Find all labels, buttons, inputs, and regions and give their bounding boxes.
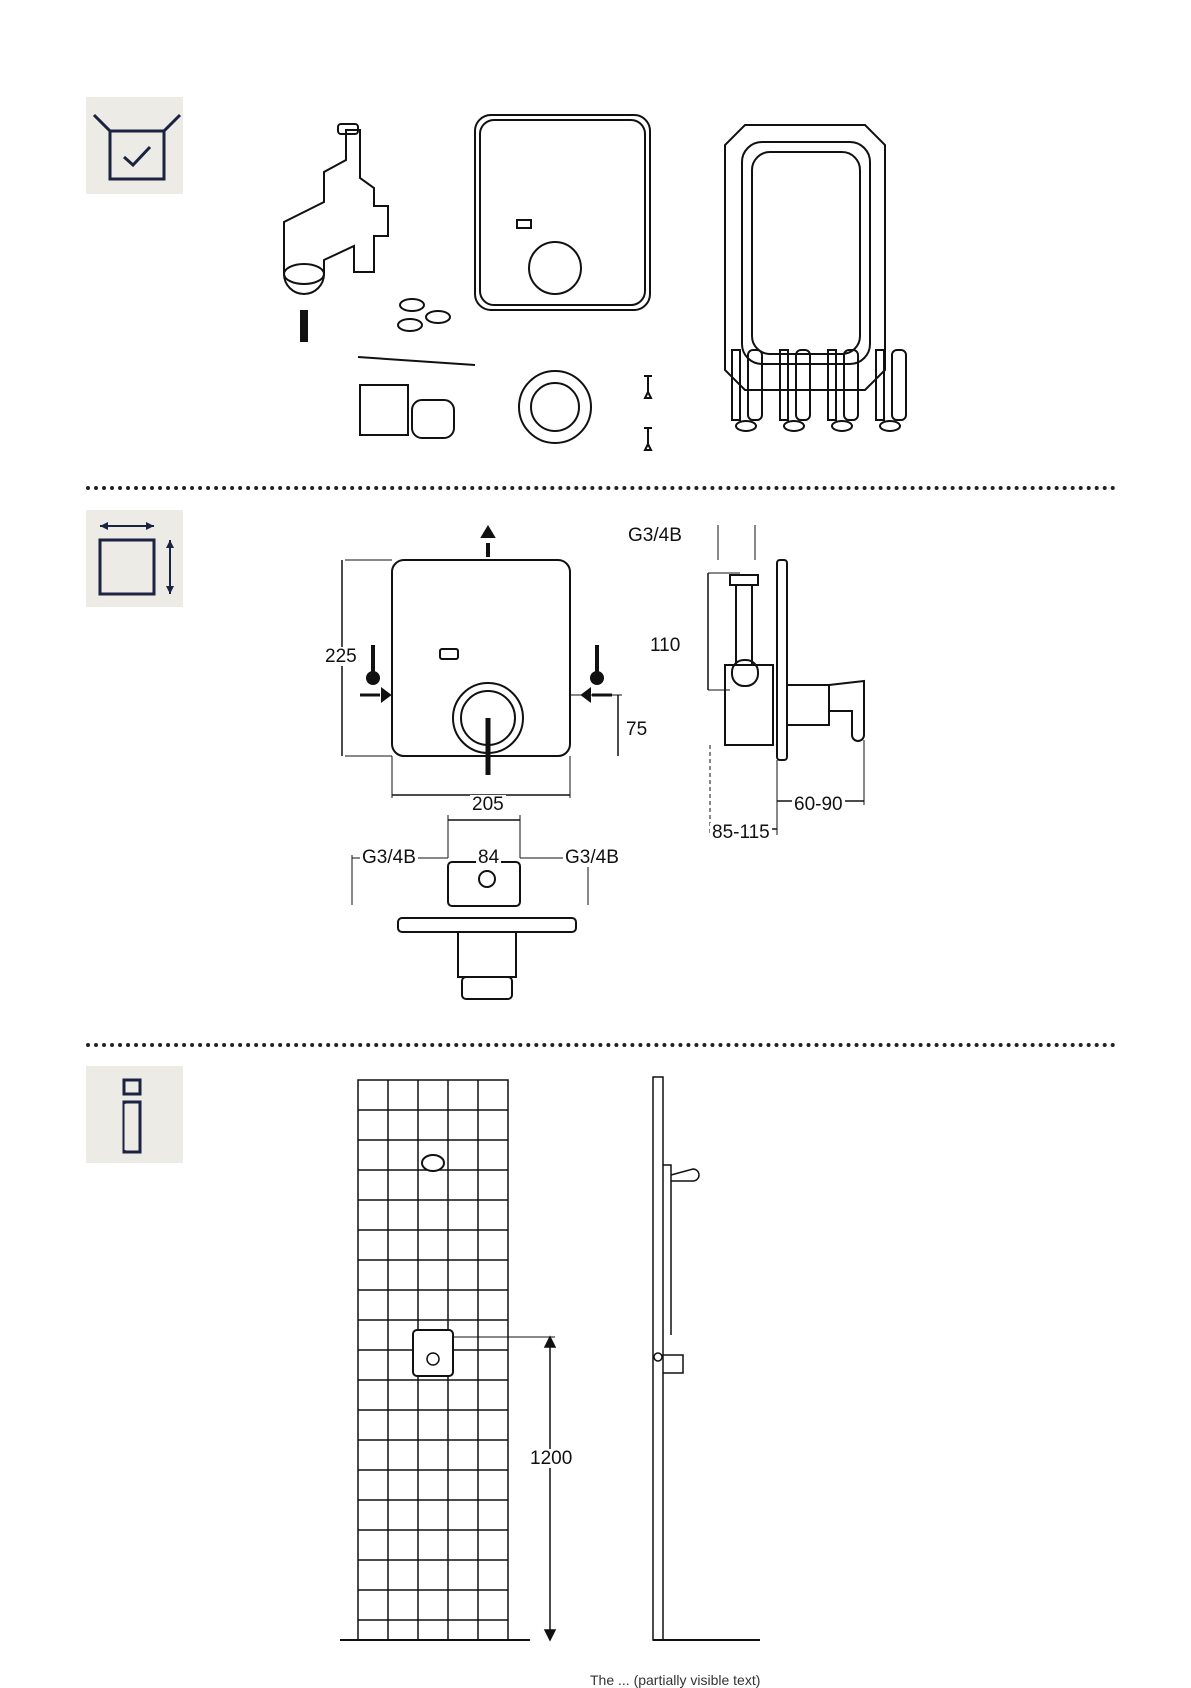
information-icon-box <box>86 1066 183 1163</box>
mount-height-label: 1200 <box>528 1449 574 1468</box>
side-handle-label: 60-90 <box>792 795 845 814</box>
top-thread-right-label: G3/4B <box>563 848 621 867</box>
top-thread-left-label: G3/4B <box>360 848 418 867</box>
section-separator <box>86 486 1116 490</box>
footer-text: The ... (partially visible text) <box>590 1672 760 1688</box>
scope-of-delivery-icon-box <box>86 97 183 194</box>
box-check-icon <box>86 97 183 194</box>
scope-of-delivery-illustration <box>250 110 930 470</box>
side-depth-label: 110 <box>648 636 682 655</box>
dimensions-icon-box <box>86 510 183 607</box>
front-width-label: 205 <box>470 795 506 814</box>
front-offset-label: 75 <box>624 720 649 739</box>
side-range-label: 85-115 <box>710 823 772 842</box>
square-dimensions-icon <box>86 510 183 607</box>
installation-height-drawing <box>340 1075 780 1665</box>
side-thread-label: G3/4B <box>626 526 684 545</box>
info-icon <box>86 1066 183 1163</box>
top-spacing-label: 84 <box>476 848 501 867</box>
dimension-drawings <box>300 515 900 1045</box>
front-height-label: 225 <box>323 647 359 666</box>
